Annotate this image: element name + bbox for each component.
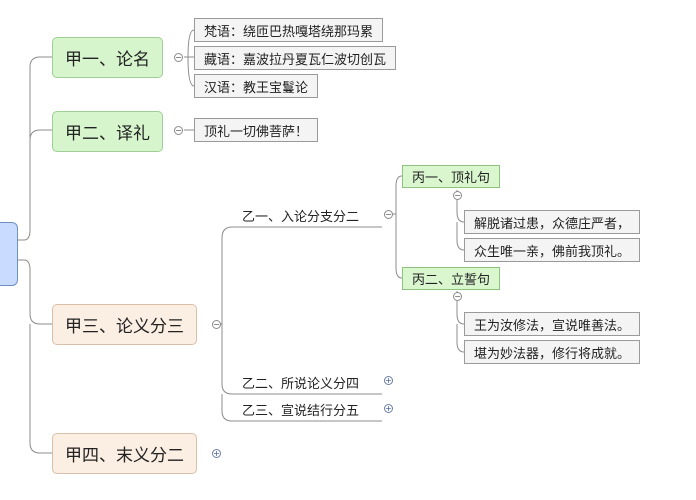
subsection-node-yi3[interactable]: 乙三、宣说结行分五 [242, 403, 360, 419]
collapse-toggle-icon[interactable]: − [384, 209, 393, 219]
subsection-node-yi1[interactable]: 乙一、入论分支分二 [242, 209, 360, 225]
collapse-toggle-icon[interactable]: − [174, 52, 183, 62]
root-node[interactable] [0, 222, 18, 286]
expand-toggle-icon[interactable]: + [384, 403, 393, 413]
section-label: 甲二、译礼 [65, 124, 150, 144]
collapse-toggle-icon[interactable]: − [174, 125, 183, 135]
topic-node-bing1[interactable]: 丙一、顶礼句 [402, 165, 501, 188]
section-node-jia4[interactable]: 甲四、末义分二 [52, 433, 197, 474]
verse-line-node[interactable]: 众生唯一亲，佛前我顶礼。 [464, 238, 641, 262]
collapse-toggle-icon[interactable]: − [453, 291, 462, 301]
section-label: 甲一、论名 [65, 50, 150, 70]
leaf-node-chinese[interactable]: 汉语：教王宝鬘论 [194, 74, 319, 98]
section-node-jia2[interactable]: 甲二、译礼 [52, 111, 163, 152]
verse-line-node[interactable]: 王为汝修法，宣说唯善法。 [464, 312, 641, 336]
leaf-node-tibetan[interactable]: 藏语：嘉波拉丹夏瓦仁波切创瓦 [194, 46, 397, 70]
verse-line-node[interactable]: 解脱诸过患，众德庄严者， [464, 210, 641, 234]
section-label: 甲四、末义分二 [65, 446, 184, 466]
expand-toggle-icon[interactable]: + [212, 448, 221, 458]
verse-line-node[interactable]: 堪为妙法器，修行将成就。 [464, 340, 641, 364]
leaf-node-sanskrit[interactable]: 梵语：绕匝巴热嘎塔绕那玛累 [194, 18, 384, 42]
section-label: 甲三、论义分三 [65, 317, 184, 337]
section-node-jia1[interactable]: 甲一、论名 [52, 37, 163, 78]
leaf-node-homage[interactable]: 顶礼一切佛菩萨！ [194, 118, 319, 142]
expand-toggle-icon[interactable]: + [384, 375, 393, 385]
topic-node-bing2[interactable]: 丙二、立誓句 [402, 267, 501, 290]
collapse-toggle-icon[interactable]: − [212, 319, 221, 329]
subsection-node-yi2[interactable]: 乙二、所说论义分四 [242, 376, 360, 392]
collapse-toggle-icon[interactable]: − [453, 190, 462, 200]
section-node-jia3[interactable]: 甲三、论义分三 [52, 304, 197, 345]
